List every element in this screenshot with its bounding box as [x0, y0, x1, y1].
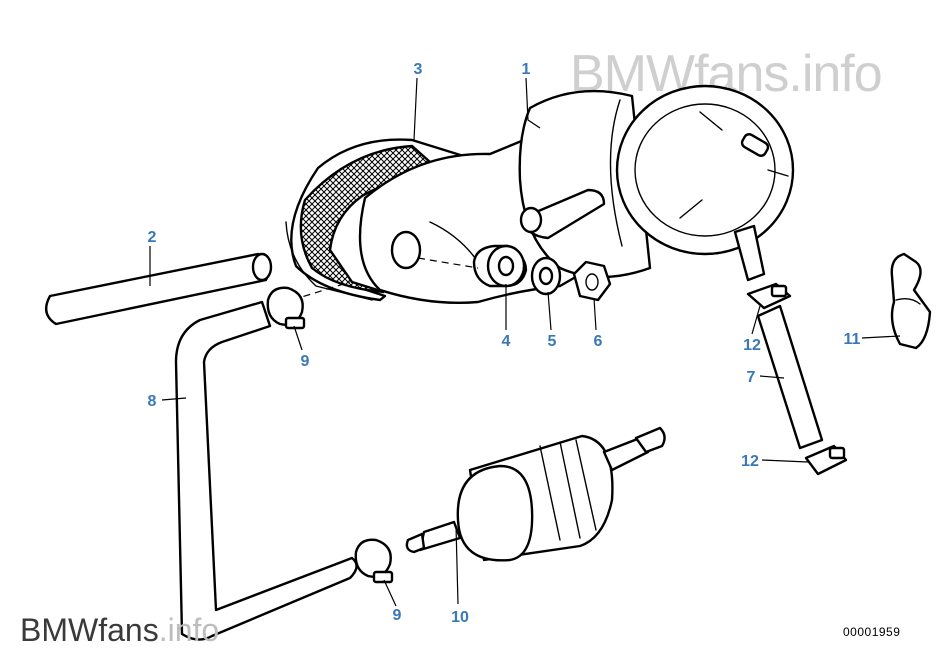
- watermark-bottom-suffix: .info: [158, 612, 220, 648]
- hose-7: [756, 304, 824, 450]
- fuel-filter: [405, 426, 666, 562]
- grommet: [472, 244, 528, 288]
- callout-7: 7: [747, 369, 756, 386]
- fuel-pump: [358, 84, 795, 304]
- callout-6: 6: [594, 333, 603, 350]
- callout-1: 1: [522, 61, 531, 78]
- callout-4: 4: [502, 333, 511, 350]
- diagram-id: 00001959: [843, 625, 901, 639]
- hose-clamp-upper: [266, 286, 306, 330]
- hose-8: [174, 300, 358, 641]
- hose-clamp-lower: [354, 538, 394, 584]
- hose-clip-upper: [746, 282, 792, 310]
- callout-11: 11: [844, 331, 861, 348]
- callout-9-upper: 9: [301, 353, 310, 370]
- watermark-bottom-brand: BMWfans: [20, 612, 159, 648]
- holder: [890, 252, 932, 350]
- callout-2: 2: [148, 229, 157, 246]
- callout-10: 10: [451, 609, 469, 626]
- hose-2: [44, 252, 273, 326]
- watermark-bottom: BMWfans.info: [20, 612, 219, 649]
- callout-12-lower: 12: [741, 453, 759, 470]
- callout-3: 3: [414, 61, 423, 78]
- callout-12-upper: 12: [743, 337, 761, 354]
- callout-5: 5: [548, 333, 557, 350]
- hex-nut: [572, 260, 612, 302]
- callout-8: 8: [148, 393, 157, 410]
- washer: [530, 256, 562, 296]
- callout-9-lower: 9: [393, 607, 402, 624]
- hose-clip-lower: [804, 444, 848, 476]
